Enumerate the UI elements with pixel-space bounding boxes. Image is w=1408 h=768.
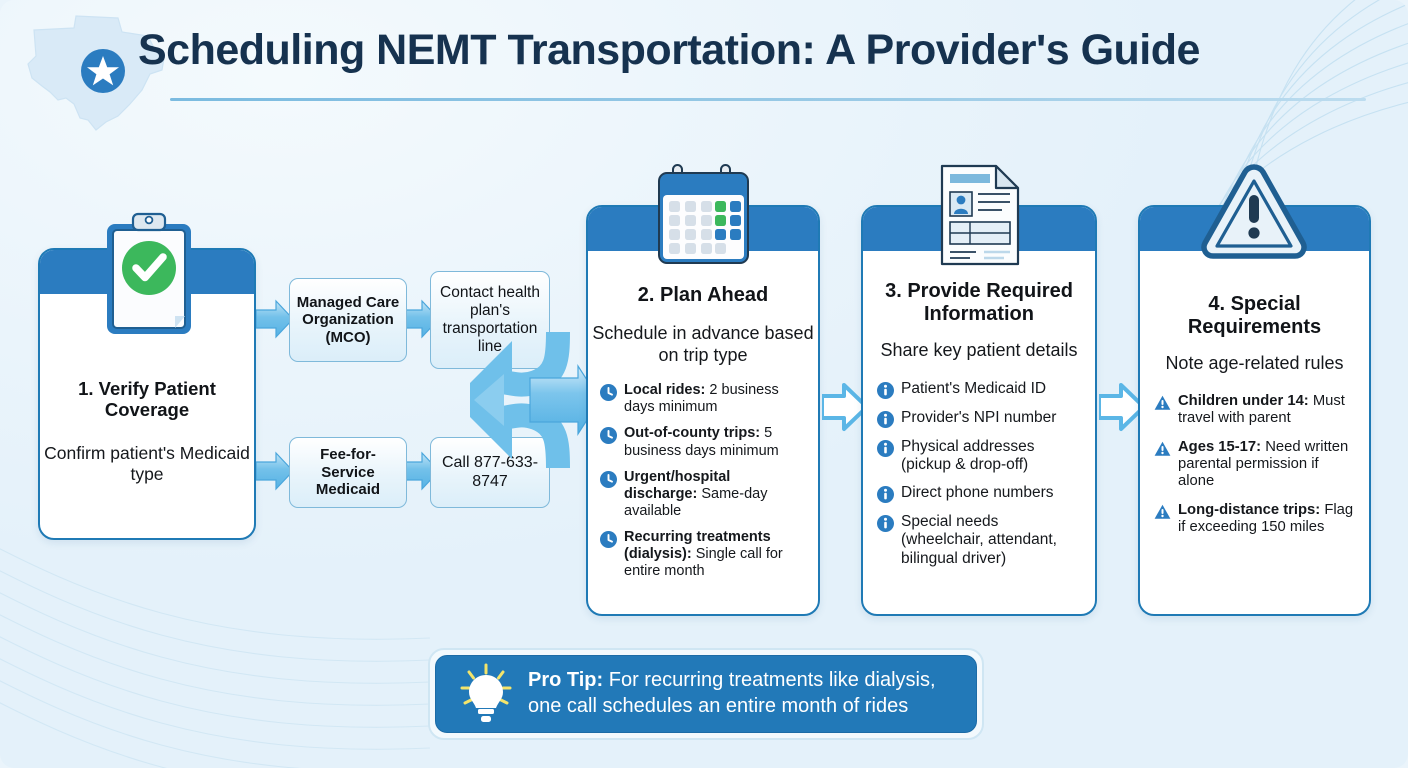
list-item-label: Recurring treatments (dialysis): Single … xyxy=(624,528,783,580)
pro-tip-label: Pro Tip: xyxy=(528,669,604,692)
step-2-subtitle: Schedule in advance based on trip type xyxy=(592,323,814,365)
list-item: Direct phone numbers xyxy=(877,484,1085,504)
title-divider xyxy=(170,98,1366,101)
list-item: Urgent/hospital discharge: Same-day avai… xyxy=(600,469,806,520)
list-item: Physical addresses (pickup & drop-off) xyxy=(877,438,1085,475)
info-icon xyxy=(877,486,894,504)
pro-tip-banner: Pro Tip: For recurring treatments like d… xyxy=(428,648,984,740)
step-3-title: 3. Provide Required Information xyxy=(885,280,1073,325)
arrow-step3-to-step4-icon xyxy=(1099,383,1145,431)
clock-icon xyxy=(600,427,617,445)
texas-star-badge-icon xyxy=(81,49,125,93)
warning-small-icon xyxy=(1154,395,1171,410)
branch-action-mco: Contact health plan's transportation lin… xyxy=(430,271,550,369)
step-4-subtitle: Note age-related rules xyxy=(1165,353,1344,373)
arrow-to-mco-icon xyxy=(256,299,294,339)
clock-icon xyxy=(600,530,617,548)
pro-tip-body: For recurring treatments like dialysis, … xyxy=(528,669,936,717)
warning-small-icon xyxy=(1154,441,1171,456)
list-item: Special needs (wheelchair, attendant, bi… xyxy=(877,513,1085,568)
clipboard-check-icon xyxy=(107,212,191,334)
branch-action-ffs: Call 877-633-8747 xyxy=(430,437,550,508)
step-4-card: 4. Special Requirements Note age-related… xyxy=(1138,205,1371,616)
list-item: Local rides: 2 business days minimum xyxy=(600,382,806,416)
arrow-to-ffs-icon xyxy=(256,451,294,491)
list-item-label: Patient's Medicaid ID xyxy=(901,379,1047,397)
list-item: Recurring treatments (dialysis): Single … xyxy=(600,529,806,580)
info-icon xyxy=(877,439,894,457)
info-icon xyxy=(877,381,894,399)
step-3-bullet-list: Patient's Medicaid ID Provider's NPI numb… xyxy=(877,380,1085,568)
list-item: Long-distance trips: Flag if exceeding 1… xyxy=(1154,502,1355,537)
branch-box-ffs: Fee-for-Service Medicaid xyxy=(289,437,407,508)
list-item-label: Special needs (wheelchair, attendant, bi… xyxy=(901,513,1057,567)
list-item-label: Ages 15-17: Need written parental permis… xyxy=(1178,438,1349,490)
step-2-title: 2. Plan Ahead xyxy=(637,284,769,306)
list-item-label: Direct phone numbers xyxy=(901,484,1054,502)
list-item-label: Long-distance trips: Flag if exceeding 1… xyxy=(1178,501,1354,536)
decorative-curves-bottom-left xyxy=(0,548,430,768)
step-4-title: 4. Special Requirements xyxy=(1187,293,1322,338)
lightbulb-icon xyxy=(460,663,512,722)
step-3-subtitle: Share key patient details xyxy=(880,340,1078,360)
list-item-label: Local rides: 2 business days minimum xyxy=(624,382,779,416)
list-item: Ages 15-17: Need written parental permis… xyxy=(1154,439,1355,491)
page-title: Scheduling NEMT Transportation: A Provid… xyxy=(138,26,1200,74)
merge-arrow-icon xyxy=(470,331,600,469)
arrow-step2-to-step3-icon xyxy=(822,383,868,431)
clock-icon xyxy=(600,470,617,488)
info-icon xyxy=(877,410,894,428)
warning-small-icon xyxy=(1154,504,1171,519)
step-1-subtitle: Confirm patient's Medicaid type xyxy=(44,442,250,484)
list-item: Out-of-county trips: 5 business days min… xyxy=(600,425,806,459)
list-item-label: Physical addresses (pickup & drop-off) xyxy=(901,437,1035,473)
calendar-icon xyxy=(658,164,749,264)
pro-tip-text: Pro Tip: For recurring treatments like d… xyxy=(528,668,958,719)
list-item: Provider's NPI number xyxy=(877,409,1085,428)
list-item: Children under 14: Must travel with pare… xyxy=(1154,393,1355,428)
step-2-card: 2. Plan Ahead Schedule in advance based … xyxy=(586,205,820,616)
list-item-label: Provider's NPI number xyxy=(901,408,1057,426)
page-header: Scheduling NEMT Transportation: A Provid… xyxy=(0,0,1408,131)
step-1-title: 1. Verify Patient Coverage xyxy=(78,378,216,421)
branch-box-mco: Managed Care Organization (MCO) xyxy=(289,278,407,362)
warning-triangle-icon xyxy=(1201,164,1307,259)
list-item-label: Out-of-county trips: 5 business days min… xyxy=(624,425,779,459)
clock-icon xyxy=(600,384,617,402)
list-item-label: Children under 14: Must travel with pare… xyxy=(1178,392,1345,427)
list-item: Patient's Medicaid ID xyxy=(877,380,1085,399)
info-icon xyxy=(877,515,894,533)
step-4-bullet-list: Children under 14: Must travel with pare… xyxy=(1154,393,1355,537)
list-item-label: Urgent/hospital discharge: Same-day avai… xyxy=(624,468,768,519)
document-id-icon xyxy=(940,164,1020,266)
